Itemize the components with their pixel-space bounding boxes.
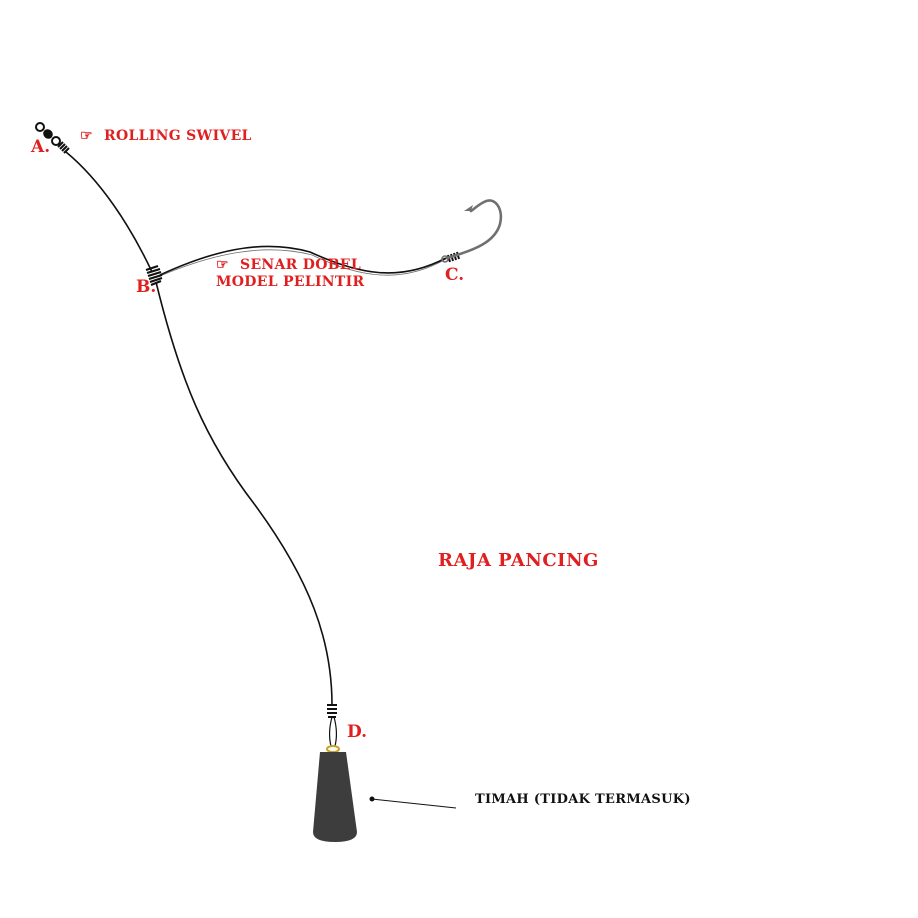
double-line-note-line-1: ☞ SENAR DOBEL	[216, 257, 364, 274]
swivel-note: ☞ ROLLING SWIVEL	[80, 128, 252, 144]
sinker-note-leader	[371, 798, 457, 809]
sinker-leader	[329, 716, 337, 747]
label-d: D.	[347, 722, 368, 742]
main-line-lower	[155, 281, 333, 706]
rolling-swivel-icon	[35, 122, 70, 154]
main-line-upper	[65, 151, 153, 273]
sinker-note: TIMAH (TIDAK TERMASUK)	[475, 792, 691, 807]
double-line-note-text-2: MODEL PELINTIR	[216, 274, 365, 290]
swivel-note-text: ROLLING SWIVEL	[104, 128, 252, 144]
pointing-hand-icon: ☞	[80, 128, 93, 144]
diagram-title: RAJA PANCING	[438, 550, 599, 571]
branch-line-double	[159, 245, 447, 276]
label-a: A.	[31, 137, 51, 157]
label-b: B.	[136, 277, 157, 297]
branch-line-twist	[159, 249, 447, 277]
fishing-hook-icon	[441, 199, 503, 263]
sinker-weight-icon	[313, 745, 357, 842]
double-line-note: ☞ SENAR DOBEL MODEL PELINTIR	[216, 257, 364, 291]
sinker-knot	[327, 704, 337, 718]
label-c: C.	[445, 265, 465, 285]
double-line-note-text-1: SENAR DOBEL	[240, 257, 361, 273]
pointing-hand-icon: ☞	[216, 257, 229, 273]
junction-knot	[145, 264, 163, 287]
